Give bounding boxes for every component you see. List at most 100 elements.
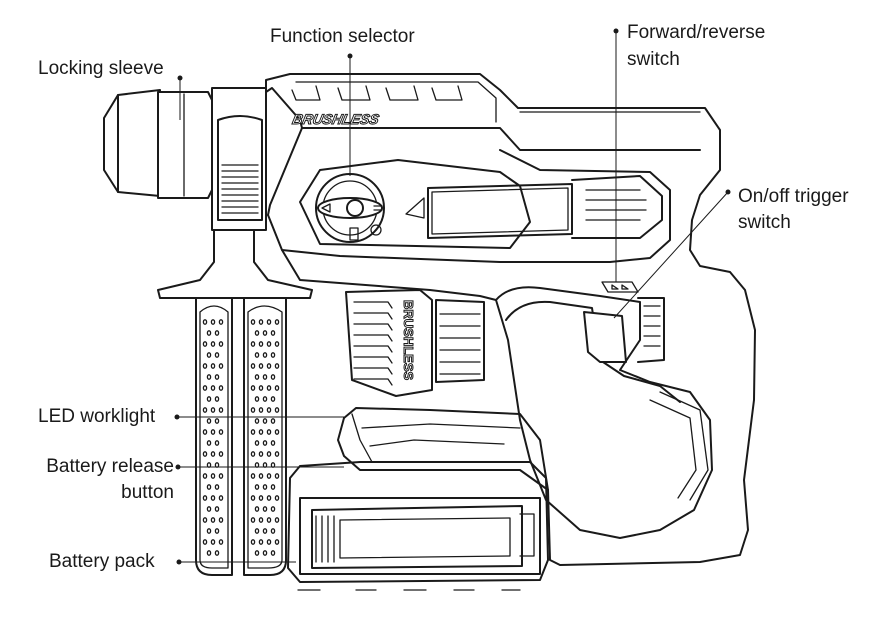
grip-texture-dot (266, 319, 272, 325)
grip-texture-dot (202, 429, 208, 435)
grip-texture-dot (218, 429, 224, 435)
label-function-selector: Function selector (270, 26, 415, 47)
grip-texture-dot (258, 407, 264, 413)
grip-texture-dot (214, 484, 220, 490)
grip-texture-dot (262, 440, 268, 446)
grip-texture-dot (214, 352, 220, 358)
grip-texture-dot (202, 451, 208, 457)
grip-texture-dot (262, 550, 268, 556)
grip-texture-dot (202, 517, 208, 523)
grip-texture-dot (266, 363, 272, 369)
label-on-off-trigger-line2: switch (738, 212, 791, 233)
grip-texture-dot (258, 517, 264, 523)
function-selector-panel (299, 159, 531, 249)
label-led-worklight: LED worklight (38, 406, 156, 427)
grip-texture-dot (266, 407, 272, 413)
grip-texture-dot (250, 319, 256, 325)
grip-texture-dot (202, 407, 208, 413)
grip-texture-dot (218, 407, 224, 413)
grip-texture-dot (258, 539, 264, 545)
grip-texture-dot (202, 473, 208, 479)
grip-texture-dot (258, 473, 264, 479)
grip-texture-dot (206, 484, 212, 490)
grip-texture-dot (206, 440, 212, 446)
side-vent (345, 289, 485, 397)
grip-texture-dot (250, 451, 256, 457)
grip-texture-dot (214, 418, 220, 424)
vent-slat (353, 301, 393, 309)
grip-texture-dot (274, 341, 280, 347)
grip-texture-dot (274, 407, 280, 413)
grip-texture-dot (258, 429, 264, 435)
grip-texture-dot (210, 407, 216, 413)
grip-texture-dot (218, 517, 224, 523)
grip-texture-dot (250, 539, 256, 545)
locking-sleeve-collar (211, 87, 267, 231)
label-forward-reverse-line1: Forward/reverse (627, 22, 766, 43)
grip-texture-dot (210, 451, 216, 457)
grip-texture-dot (262, 352, 268, 358)
grip-texture-dot (210, 517, 216, 523)
label-forward-reverse-line2: switch (627, 49, 680, 70)
label-battery-release-line2: button (121, 482, 174, 503)
battery-pack (287, 461, 549, 591)
grip-texture-dot (262, 506, 268, 512)
main-grip (495, 281, 713, 539)
base-led-area (337, 407, 549, 491)
grip-texture-dot (266, 517, 272, 523)
vent-slat (353, 334, 393, 342)
grip-texture-dot (218, 495, 224, 501)
grip-texture-dot (206, 506, 212, 512)
grip-texture-dot (266, 429, 272, 435)
brushless-top-logo: BRUSHLESS (291, 111, 381, 127)
grip-texture-dot (270, 484, 276, 490)
brushless-side-logo: BRUSHLESS (401, 300, 416, 381)
grip-texture-dot (250, 407, 256, 413)
grip-texture-dot (254, 396, 260, 402)
grip-texture-dot (250, 385, 256, 391)
grip-texture-dot (218, 473, 224, 479)
grip-texture-dot (274, 451, 280, 457)
grip-texture-dot (214, 440, 220, 446)
grip-texture-dot (258, 495, 264, 501)
grip-texture-dot (214, 396, 220, 402)
grip-texture-dot (262, 396, 268, 402)
grip-texture-dot (218, 363, 224, 369)
grip-texture-dot (254, 352, 260, 358)
vent-slat (353, 323, 393, 331)
grip-texture-dot (270, 528, 276, 534)
grip-texture-dot (254, 440, 260, 446)
grip-texture-dot (210, 429, 216, 435)
grip-texture-dot (218, 341, 224, 347)
grip-texture-dot (274, 473, 280, 479)
vent-slat (353, 356, 393, 364)
vent-slat (353, 312, 393, 320)
grip-texture-dot (266, 451, 272, 457)
grip-texture-dot (210, 495, 216, 501)
grip-texture-dot (270, 352, 276, 358)
grip-texture-dot (266, 473, 272, 479)
grip-texture-dot (250, 473, 256, 479)
grip-texture-dot (206, 352, 212, 358)
grip-texture-dot (274, 385, 280, 391)
grip-texture-dot (274, 363, 280, 369)
vent-slat (353, 378, 393, 386)
motor-housing (265, 73, 756, 566)
grip-texture-dot (274, 539, 280, 545)
grip-texture-dot (202, 539, 208, 545)
grip-texture-dot (266, 341, 272, 347)
grip-texture-dot (250, 429, 256, 435)
grip-texture-dot (254, 374, 260, 380)
grip-texture-dot (214, 506, 220, 512)
label-locking-sleeve: Locking sleeve (38, 58, 164, 79)
grip-texture-dot (202, 385, 208, 391)
label-battery-release-line1: Battery release (46, 456, 174, 477)
grip-texture-dot (266, 495, 272, 501)
grip-texture-dot (274, 517, 280, 523)
grip-texture-dot (254, 528, 260, 534)
grip-texture-dot (202, 363, 208, 369)
grip-texture-dot (254, 330, 260, 336)
grip-texture-dot (202, 319, 208, 325)
grip-texture-dot (274, 495, 280, 501)
